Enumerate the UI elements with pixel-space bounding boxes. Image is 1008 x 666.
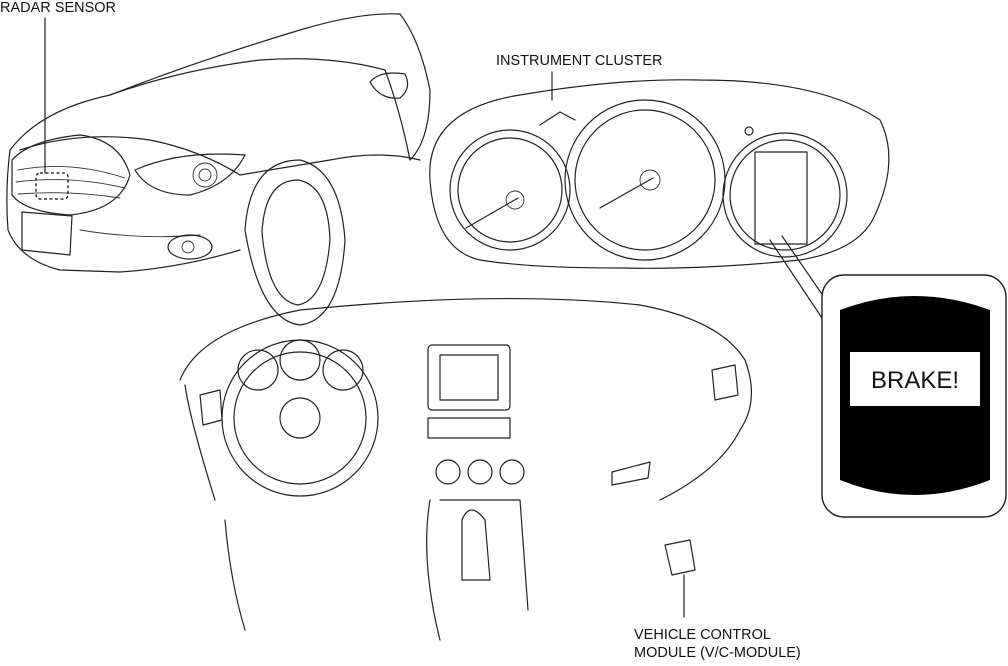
- radar-sensor-marker: [35, 172, 69, 200]
- instrument-cluster-label: INSTRUMENT CLUSTER: [496, 53, 663, 69]
- vcm-label-line1: VEHICLE CONTROL: [634, 627, 771, 643]
- vcm-label-line2: MODULE (V/C-MODULE): [634, 645, 801, 661]
- radar-sensor-label: RADAR SENSOR: [0, 0, 117, 16]
- car-illustration: [6, 13, 431, 326]
- instrument-cluster-illustration: [429, 71, 890, 319]
- brake-warning-text: BRAKE!: [871, 367, 959, 394]
- dashboard-illustration: [179, 297, 753, 641]
- brake-display-callout: [821, 274, 1007, 518]
